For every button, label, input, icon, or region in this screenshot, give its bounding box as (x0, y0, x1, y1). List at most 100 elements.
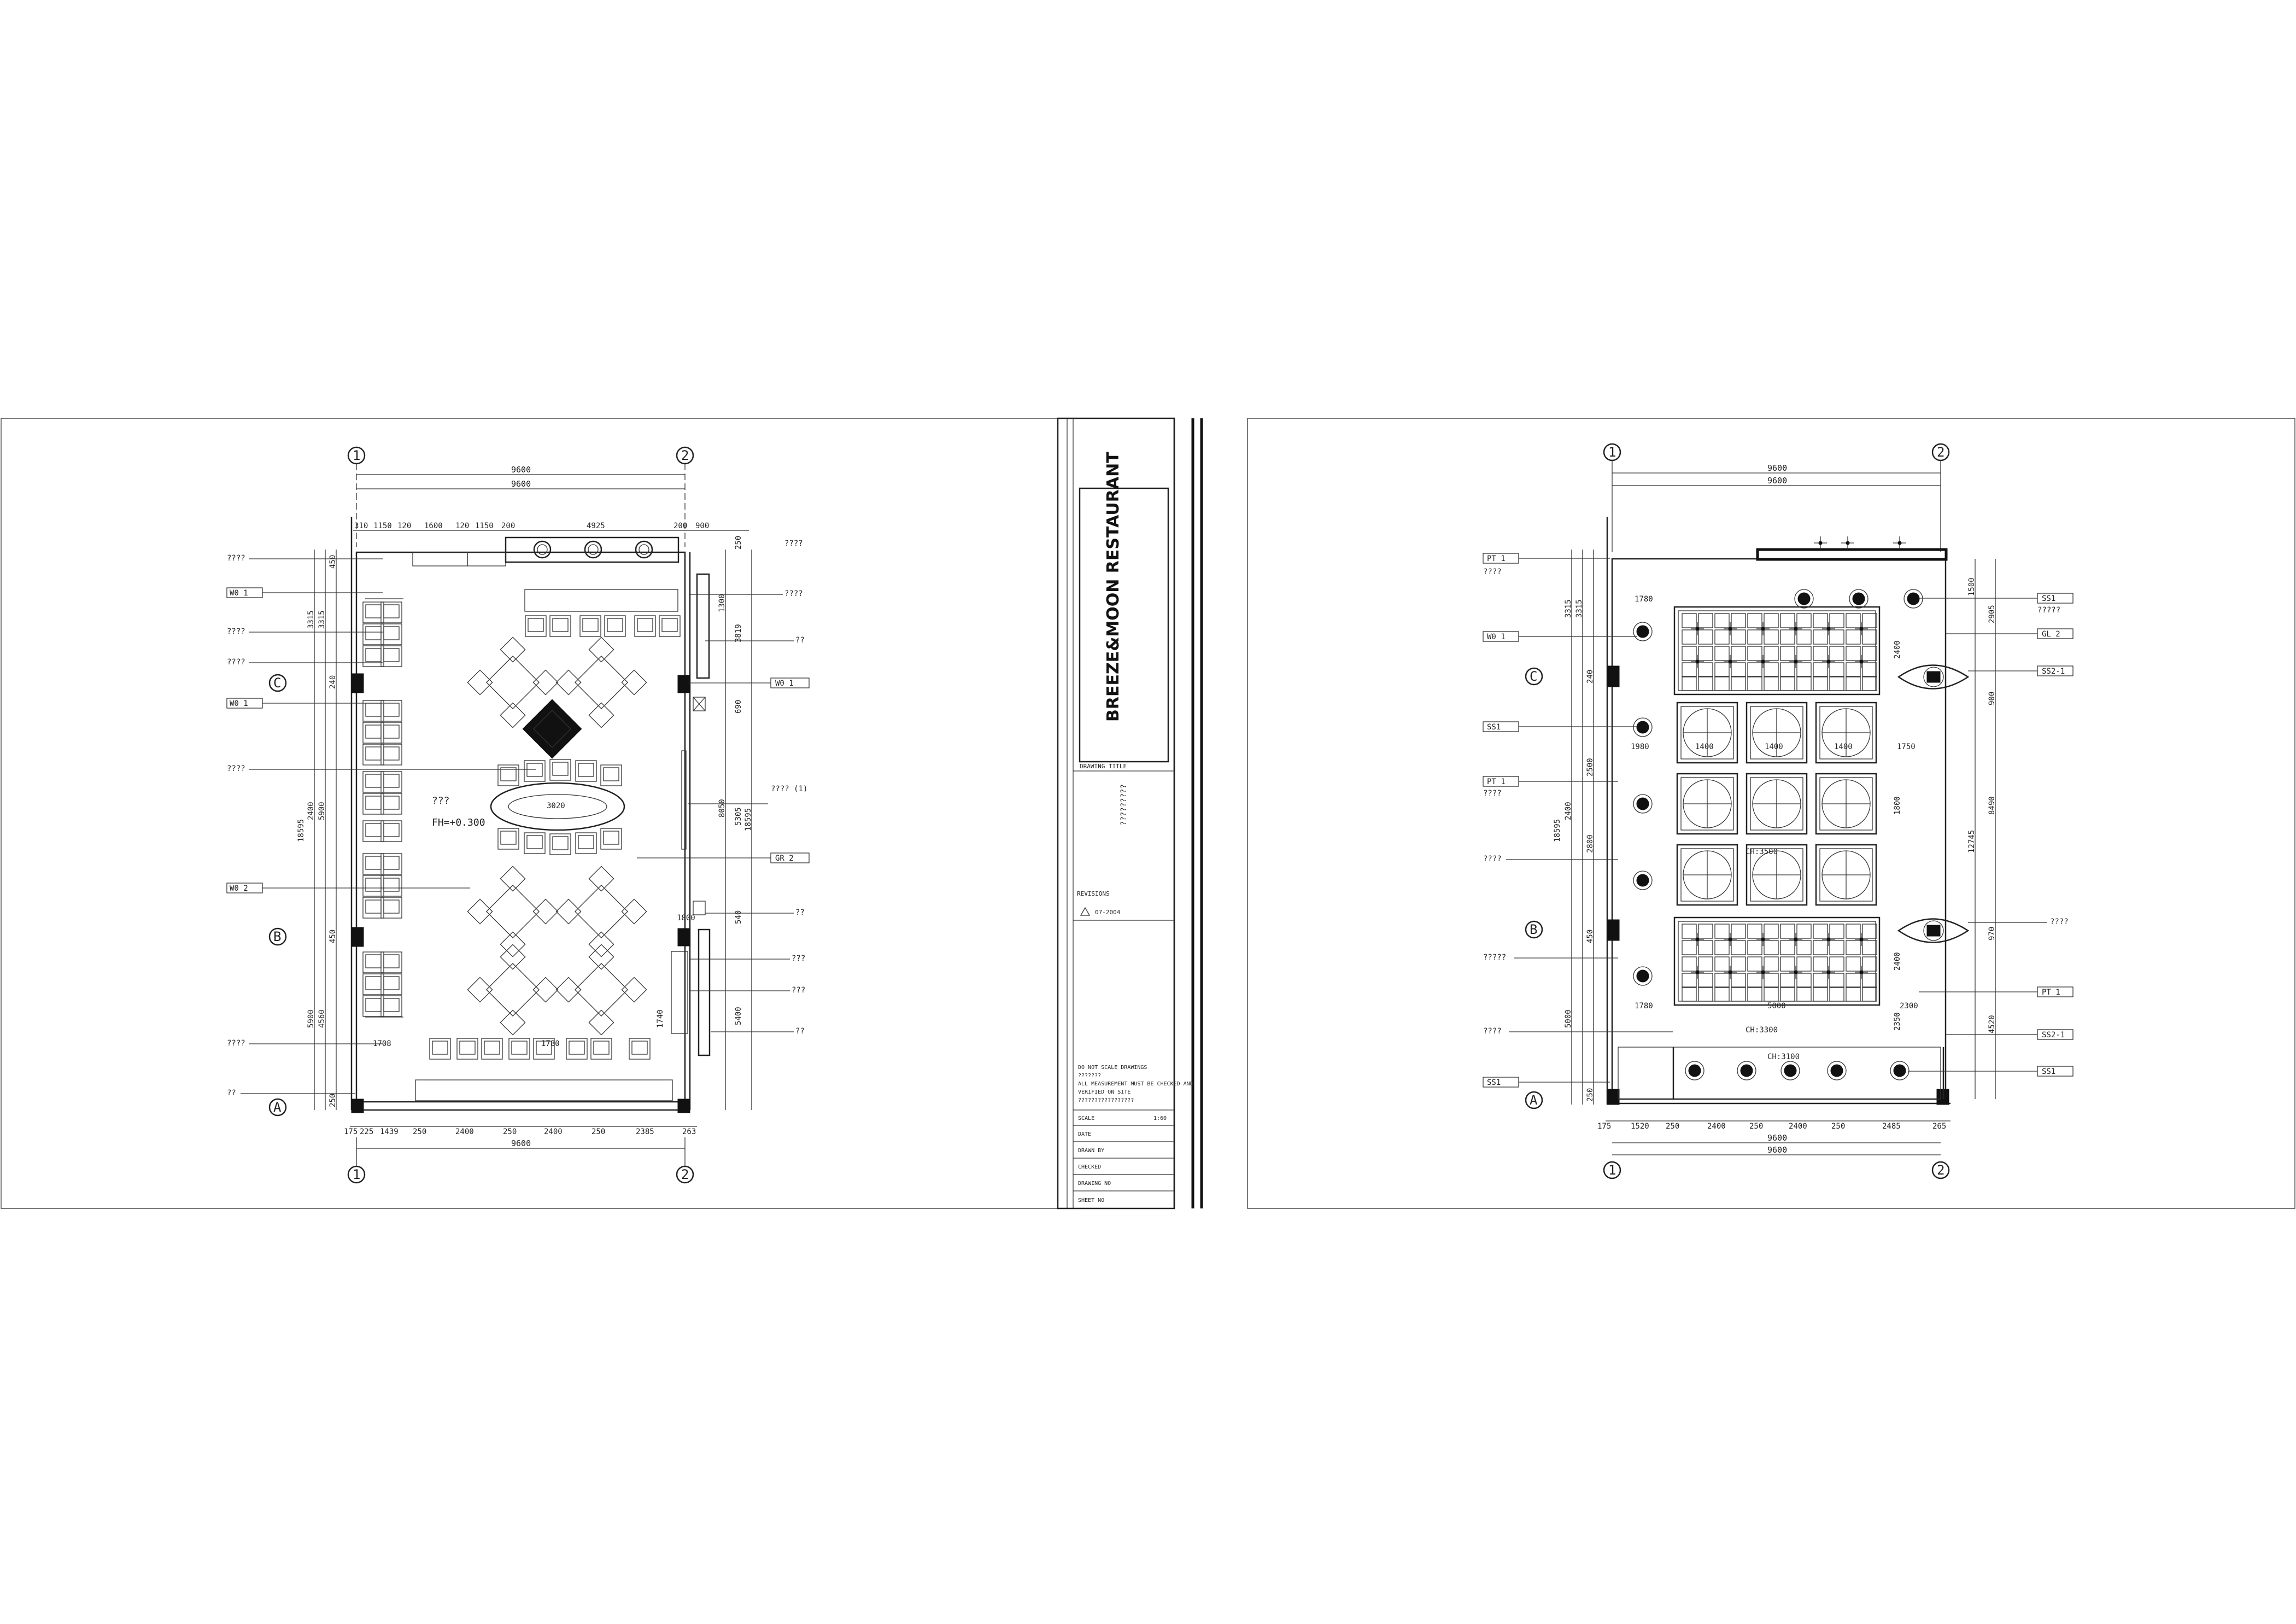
grid-label-1b: 1 (353, 1167, 360, 1182)
floor-dim-right: 5305 (734, 807, 743, 826)
ceiling-dim-right: 8490 (1988, 796, 1996, 815)
ceiling-dim-top-2: 9600 (1767, 476, 1787, 486)
floor-dim-right: 3819 (734, 624, 743, 642)
floor-dim-bot: 250 (503, 1128, 517, 1136)
note-line-1: DO NOT SCALE DRAWINGS (1078, 1065, 1147, 1071)
floor-dim-bot: 175 (344, 1128, 358, 1136)
drawing-title-label: DRAWING TITLE (1080, 763, 1127, 770)
svg-text:????: ???? (1483, 789, 1502, 798)
ceiling-dim-bot: 250 (1749, 1122, 1763, 1131)
svg-text:W0 1: W0 1 (775, 679, 794, 688)
column-B-left (351, 927, 364, 947)
floor-dim-seg: 200 (673, 522, 687, 530)
ceiling-dim-bot: 265 (1932, 1122, 1946, 1131)
floor-dim-right: 1300 (718, 594, 727, 612)
floor-dim-seg: 120 (455, 522, 469, 530)
drawing-no-label: DRAWING NO (1078, 1181, 1111, 1187)
ceiling-dim-inner: 1400 (1765, 743, 1783, 751)
svg-text:???: ??? (792, 986, 805, 995)
ceiling-dim-inner: 1780 (1635, 1002, 1653, 1010)
ceiling-dim-right: 2905 (1988, 605, 1996, 623)
right-sheet-frame (1247, 418, 2295, 1209)
ceiling-dim-inner: 1400 (1834, 743, 1853, 751)
floor-left-tags: ???? W0 1 ???? ???? W0 1 ???? W0 2 ???? … (226, 554, 536, 1097)
ceiling-dim-bot: 1520 (1631, 1122, 1649, 1131)
grid-label-C: C (273, 675, 281, 691)
floor-dim-bot: 2385 (636, 1128, 654, 1136)
column-B-right (677, 928, 690, 947)
ceiling-dim-left: 5000 (1564, 1009, 1573, 1028)
floor-dim-seg: 1150 (373, 522, 392, 530)
svg-text:?????: ????? (2037, 606, 2060, 615)
svg-text:PT 1: PT 1 (2042, 988, 2060, 997)
floor-right-tags: ???? ???? ?? W0 1 ???? (1) GR 2 ?? ??? ?… (637, 539, 810, 1036)
svg-text:????: ???? (784, 539, 803, 548)
ceiling-dim-bot: 2400 (1789, 1122, 1807, 1131)
svg-text:W0 1: W0 1 (230, 589, 248, 598)
grid-label-2: 2 (681, 448, 689, 463)
grid-bubble-A (268, 1098, 287, 1117)
floor-dim-right: 1800 (677, 914, 695, 922)
svg-text:GL 2: GL 2 (2042, 630, 2060, 639)
floor-dim-bot: 250 (413, 1128, 426, 1136)
left-booth-chairs (362, 601, 402, 1017)
floor-dim-bottom-total: 9600 (511, 1138, 531, 1148)
svg-text:SS1: SS1 (2042, 1067, 2055, 1076)
svg-text:???: ??? (792, 954, 805, 963)
floor-dim-left: 450 (329, 555, 337, 569)
floor-dim-top-2: 9600 (511, 479, 531, 489)
ceiling-grid-bubble-A (1525, 1091, 1543, 1109)
ceiling-dim-inner: 1400 (1695, 743, 1714, 751)
ceiling-dim-bot: 2485 (1882, 1122, 1901, 1131)
floor-dim-left: 4560 (318, 1009, 326, 1028)
ceiling-dim-bot: 2400 (1707, 1122, 1726, 1131)
ceiling-grid-label-A: A (1530, 1093, 1538, 1108)
floor-dim-bot: 2400 (455, 1128, 474, 1136)
ceiling-dim-left: 2500 (1586, 758, 1595, 776)
svg-text:??: ?? (795, 908, 805, 917)
svg-text:??: ?? (795, 1027, 805, 1036)
drawn-label: DRAWN BY (1078, 1148, 1104, 1154)
ceiling-dim-right: 1800 (1893, 796, 1902, 815)
ceiling-grid-bubble-1b (1603, 1161, 1621, 1179)
floor-dim-bot: 225 (360, 1128, 373, 1136)
dining-tables (467, 636, 647, 1036)
ceiling-grid-label-2: 2 (1937, 445, 1944, 460)
svg-text:???? (1): ???? (1) (771, 785, 807, 793)
floor-dim-right: 8050 (718, 799, 727, 817)
note-line-2: ??????? (1078, 1073, 1101, 1079)
eye-light-fixtures (1897, 664, 1970, 943)
svg-text:????: ???? (227, 764, 245, 773)
ceiling-grid-label-1b: 1 (1608, 1162, 1616, 1178)
floor-dim-seg: 1150 (475, 522, 494, 530)
grid-label-A: A (273, 1100, 282, 1115)
svg-text:SS1: SS1 (1487, 1078, 1501, 1087)
ceiling-right-tags: SS1 ????? GL 2 SS2-1 ???? PT 1 SS2-1 SS1 (1908, 593, 2074, 1077)
floor-dim-left: 5900 (318, 802, 326, 820)
floor-dim-left-tall: 18595 (297, 819, 306, 842)
floor-dim-left: 250 (329, 1094, 337, 1107)
svg-text:?????: ????? (1483, 953, 1506, 962)
grid-bubble-C (268, 674, 287, 692)
floor-dim-bot: 2400 (544, 1128, 563, 1136)
svg-text:????: ???? (227, 554, 245, 563)
svg-text:PT 1: PT 1 (1487, 554, 1506, 563)
ceiling-dim-bot: 250 (1831, 1122, 1845, 1131)
floor-dim-left: 450 (329, 930, 337, 943)
ceiling-height-2: CH:3300 (1746, 1026, 1778, 1035)
ceiling-dim-bottom-total-2: 9600 (1767, 1145, 1787, 1155)
ceiling-dim-left: 18595 (1553, 819, 1562, 842)
title-block: BREEZE&MOON RESTAURANT DRAWING TITLE ???… (1057, 417, 1193, 1210)
column-C-right (677, 675, 690, 693)
ceiling-grid-bubble-2b (1931, 1161, 1950, 1179)
floor-dim-bot: 263 (682, 1128, 696, 1136)
ceiling-dim-left: 2400 (1564, 802, 1573, 820)
ceiling-plan: 1 2 1 2 C B A 9600 9600 (1483, 443, 2074, 1179)
floor-dim-left: 240 (329, 675, 337, 689)
ceiling-dim-left: 240 (1586, 670, 1595, 684)
svg-text:W0 1: W0 1 (1487, 633, 1506, 641)
note-line-5: ????????????????? (1078, 1097, 1134, 1103)
floor-dim-right: 690 (734, 700, 743, 714)
sheet-no-label: SHEET NO (1078, 1197, 1104, 1204)
floor-dim-bot: 1439 (380, 1128, 399, 1136)
